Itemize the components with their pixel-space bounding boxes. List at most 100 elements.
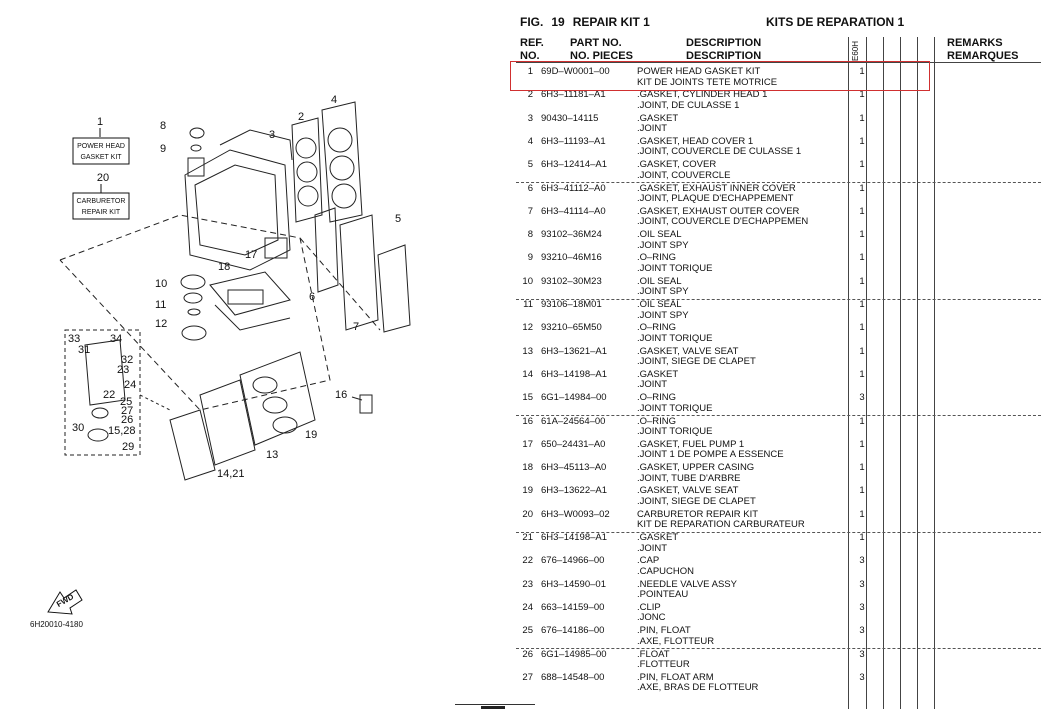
description-fr: .JOINT SPY — [637, 286, 689, 298]
description-en: .GASKET — [637, 368, 679, 380]
description-fr: .JOINT — [637, 123, 668, 135]
quantity: 1 — [859, 438, 865, 450]
kit1-line2: GASKET KIT — [80, 154, 122, 161]
ref-no: 27 — [522, 671, 533, 683]
callout-24[interactable]: 24 — [124, 379, 136, 391]
quantity: 3 — [859, 392, 865, 404]
callout-2[interactable]: 2 — [298, 111, 304, 123]
remarks-label: REMARKS — [947, 37, 1003, 49]
kit-box-20[interactable]: 20 CARBURETOR REPAIR KIT — [72, 172, 130, 220]
col-remarks-header: REMARKS REMARQUES — [947, 37, 1019, 63]
callout-25[interactable]: 25 — [120, 396, 132, 408]
callout-17[interactable]: 17 — [245, 249, 257, 261]
callout-16[interactable]: 16 — [335, 389, 347, 401]
description-fr: .JOINT TORIQUE — [637, 426, 713, 437]
callout-3[interactable]: 3 — [269, 129, 275, 141]
callout-30[interactable]: 30 — [72, 422, 84, 434]
ref-no: 18 — [522, 462, 533, 474]
quantity: 3 — [859, 648, 865, 660]
ref-no: 4 — [527, 135, 533, 147]
callout-14-21[interactable]: 14,21 — [217, 468, 245, 480]
no-label: NO. — [520, 50, 540, 62]
callout-29[interactable]: 29 — [122, 441, 134, 453]
quantity: 3 — [859, 625, 865, 637]
callout-19[interactable]: 19 — [305, 429, 317, 441]
quantity: 1 — [859, 299, 865, 310]
callout-5[interactable]: 5 — [395, 213, 401, 225]
ref-no: 1 — [527, 66, 533, 77]
callout-18[interactable]: 18 — [218, 261, 230, 273]
page-bottom-mark — [455, 704, 535, 710]
callout-12[interactable]: 12 — [155, 318, 167, 330]
description: .GASKET, UPPER CASING.JOINT, TUBE D'ARBR… — [637, 463, 754, 484]
description-fr: .CAPUCHON — [637, 565, 695, 577]
row-highlight-box — [510, 61, 930, 91]
part-number: 688–14548–00 — [541, 671, 605, 683]
callout-10[interactable]: 10 — [155, 278, 167, 290]
callout-31[interactable]: 31 — [78, 344, 90, 356]
ref-no: 2 — [527, 89, 533, 101]
callout-26[interactable]: 26 — [121, 414, 133, 426]
callout-4[interactable]: 4 — [331, 94, 337, 106]
description-fr: .JOINT, COUVERCLE — [637, 169, 731, 181]
callout-9[interactable]: 9 — [160, 143, 166, 155]
ref-no: 19 — [522, 485, 533, 497]
description-fr: KIT DE JOINTS TETE MOTRICE — [637, 76, 778, 88]
part-number: 6H3–11193–A1 — [541, 135, 606, 147]
callout-11[interactable]: 11 — [155, 299, 166, 311]
description: .GASKET, FUEL PUMP 1.JOINT 1 DE POMPE A … — [637, 439, 784, 461]
quantity: 1 — [859, 345, 865, 357]
ref-no: 11 — [523, 299, 533, 310]
quantity: 1 — [859, 275, 865, 287]
callout-23[interactable]: 23 — [117, 364, 129, 376]
callout-33[interactable]: 33 — [68, 333, 80, 345]
assembly-drawing — [59, 101, 411, 481]
callout-7[interactable]: 7 — [353, 321, 359, 333]
callout-32[interactable]: 32 — [121, 354, 133, 366]
col-rule-6 — [934, 37, 935, 709]
ref-no: 23 — [522, 578, 533, 590]
description-fr: .AXE, BRAS DE FLOTTEUR — [637, 682, 759, 694]
quantity: 1 — [859, 532, 865, 543]
kit-box-1[interactable]: 1 POWER HEAD GASKET KIT — [72, 116, 130, 165]
callout-13[interactable]: 13 — [266, 449, 278, 461]
callout-34[interactable]: 34 — [110, 333, 122, 345]
quantity: 3 — [859, 555, 865, 567]
callout-8[interactable]: 8 — [160, 120, 166, 132]
group-separator — [516, 298, 1041, 300]
callout-15-28[interactable]: 15,28 — [108, 425, 136, 437]
part-number: 650–24431–A0 — [541, 438, 606, 450]
callout-22[interactable]: 22 — [103, 389, 115, 401]
callout-6[interactable]: 6 — [309, 291, 315, 303]
col-rule-2 — [866, 37, 867, 709]
quantity: 1 — [859, 322, 865, 334]
callout-27[interactable]: 27 — [121, 405, 133, 417]
